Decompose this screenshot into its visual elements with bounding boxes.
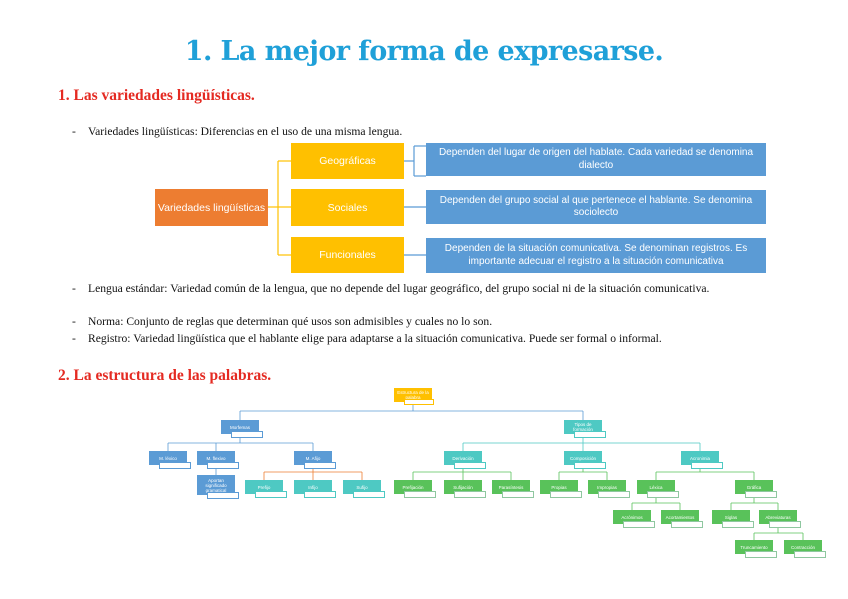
tree-label-box xyxy=(207,492,239,499)
tree-abreviaturas: Abreviaturas xyxy=(759,510,797,524)
tree-sufijacion: Sufijación xyxy=(444,480,482,494)
bullet-text: Variedades lingüísticas: Diferencias en … xyxy=(88,125,403,138)
bullet-variedades: - Variedades lingüísticas: Diferencias e… xyxy=(72,124,804,139)
tree-label-box xyxy=(231,431,263,438)
bullet-dash: - xyxy=(72,125,76,138)
tree-root: Estructura de la palabra xyxy=(394,388,432,402)
tree-acortamientos: Acortamientos xyxy=(661,510,699,524)
tree-label-box xyxy=(598,491,630,498)
tree-label-box xyxy=(404,399,434,405)
diagram-root: Variedades lingüísticas xyxy=(155,189,268,226)
tree-m-lexico: M. léxico xyxy=(149,451,187,465)
tree-label-box xyxy=(745,491,777,498)
tree-label-box xyxy=(769,521,801,528)
tree-label-box xyxy=(671,521,703,528)
bullet-text: Registro: Variedad lingüística que el ha… xyxy=(88,332,662,345)
tree-prefijo: Prefijo xyxy=(245,480,283,494)
tree-impropias: Impropias xyxy=(588,480,626,494)
tree-label-box xyxy=(794,551,826,558)
bullet-text: Lengua estándar: Variedad común de la le… xyxy=(88,282,710,295)
tree-label-box xyxy=(304,491,336,498)
branch-geograficas: Geográficas xyxy=(291,143,404,179)
section1-heading: 1. Las variedades lingüísticas. xyxy=(58,87,255,104)
bullet-norma: - Norma: Conjunto de reglas que determin… xyxy=(72,314,804,329)
branch-sociales: Sociales xyxy=(291,189,404,226)
tree-composicion: Composición xyxy=(564,451,602,465)
tree-infijo: Infijo xyxy=(294,480,332,494)
tree-label-box xyxy=(623,521,655,528)
tree-acronimia: Acronimia xyxy=(681,451,719,465)
tree-lexica: Léxica xyxy=(637,480,675,494)
tree-label-box xyxy=(159,462,191,469)
tree-label-box xyxy=(454,462,486,469)
tree-label-box xyxy=(353,491,385,498)
desc-funcionales: Dependen de la situación comunicativa. S… xyxy=(426,238,766,273)
tree-acronimos: Acrónimos xyxy=(613,510,651,524)
tree-sufijo: Sufijo xyxy=(343,480,381,494)
section2-heading: 2. La estructura de las palabras. xyxy=(58,367,272,384)
tree-propias: Propias xyxy=(540,480,578,494)
tree-label-box xyxy=(647,491,679,498)
bullet-lengua-estandar: - Lengua estándar: Variedad común de la … xyxy=(72,281,804,296)
tree-siglas: Siglas xyxy=(712,510,750,524)
tree-label-box xyxy=(454,491,486,498)
bullet-registro: - Registro: Variedad lingüística que el … xyxy=(72,331,804,346)
bullet-dash: - xyxy=(72,315,76,328)
tree-grafica: Gráfica xyxy=(735,480,773,494)
tree-label-box xyxy=(255,491,287,498)
tree-label-box xyxy=(304,462,336,469)
tree-truncamiento: Truncamiento xyxy=(735,540,773,554)
tree-prefijacion: Prefijación xyxy=(394,480,432,494)
tree-label-box xyxy=(574,431,606,438)
tree-contraccion: Contracción xyxy=(784,540,822,554)
tree-label-box xyxy=(722,521,754,528)
tree-label-box xyxy=(745,551,777,558)
page-title: 1. La mejor forma de expresarse. xyxy=(184,36,664,67)
bullet-text: Norma: Conjunto de reglas que determinan… xyxy=(88,315,493,328)
branch-funcionales: Funcionales xyxy=(291,237,404,273)
tree-label-box xyxy=(691,462,723,469)
desc-sociales: Dependen del grupo social al que pertene… xyxy=(426,190,766,224)
tree-derivacion: Derivación xyxy=(444,451,482,465)
tree-label-box xyxy=(574,462,606,469)
tree-label-box xyxy=(550,491,582,498)
tree-m-flexivo: M. flexivo xyxy=(197,451,235,465)
tree-label-box xyxy=(207,462,239,469)
desc-geograficas: Dependen del lugar de origen del hablate… xyxy=(426,143,766,176)
tree-label-box xyxy=(502,491,534,498)
tree-parasintesis: Parasíntesis xyxy=(492,480,530,494)
tree-label-box xyxy=(404,491,436,498)
bullet-dash: - xyxy=(72,282,76,295)
tree-flexivo-child: Aportan significado gramatical xyxy=(197,475,235,495)
tree-m-afijo: M. Afijo xyxy=(294,451,332,465)
bullet-dash: - xyxy=(72,332,76,345)
tree-formacion: Tipos de formación xyxy=(564,420,602,434)
tree-morfemas: Morfemas xyxy=(221,420,259,434)
